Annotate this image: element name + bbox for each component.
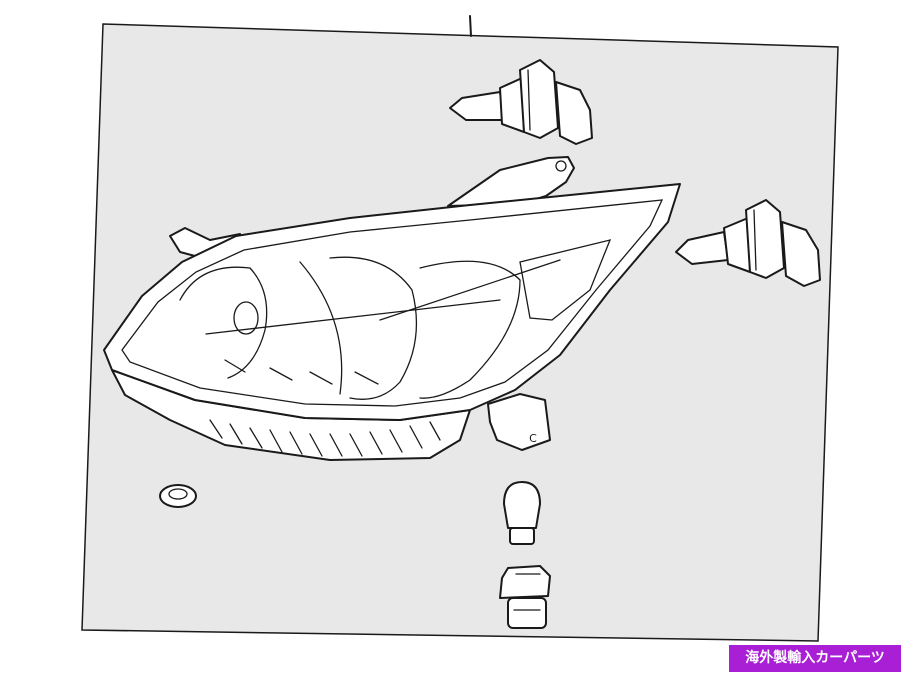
- headlamp-assembly: C: [103, 156, 681, 461]
- turn-signal-section: [519, 239, 612, 321]
- top-tick: [469, 15, 472, 37]
- wedge-bulb: [503, 481, 541, 545]
- halogen-bulb-right: [675, 199, 821, 287]
- lamp-lens-outer: [103, 183, 681, 421]
- bulb-socket: [499, 565, 551, 629]
- shop-watermark: 海外製輸入カーパーツ: [729, 645, 901, 672]
- lamp-lens-inner-rim: [121, 199, 664, 407]
- part-label-c: C: [529, 432, 537, 445]
- top-mount-hole: [555, 160, 567, 172]
- reflector-sweep-1: [299, 261, 343, 395]
- low-beam-bulb-port: [233, 301, 259, 335]
- side-mount-bracket: [487, 393, 551, 451]
- housing-hatching: [209, 359, 441, 457]
- lens-crease-1: [205, 299, 501, 335]
- halogen-bulb-top: [449, 59, 593, 145]
- reflector-sweep-2: [419, 260, 521, 399]
- high-beam-reflector: [329, 256, 418, 400]
- rubber-grommet: [159, 484, 197, 508]
- low-beam-reflector: [179, 266, 268, 379]
- lens-crease-2: [379, 259, 561, 321]
